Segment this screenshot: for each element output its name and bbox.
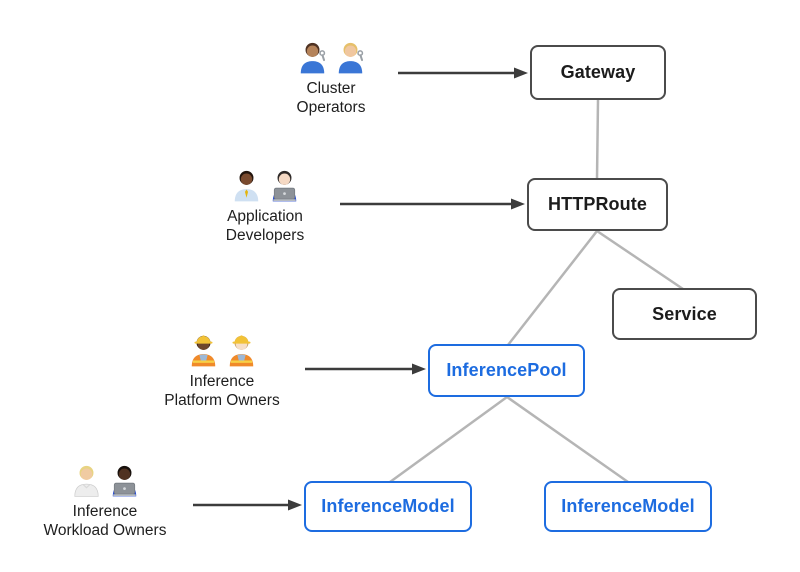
persona-label-line2: Workload Owners [43,522,167,539]
person-bust-icon [300,42,325,74]
application-developers-icon [190,164,340,202]
persona-label-line2: Developers [225,227,305,244]
edge-line [506,395,629,484]
persona-inference-workload-owners: Inference Workload Owners [15,459,195,540]
node-inferencepool-label: InferencePool [446,360,567,380]
person-bust-icon [338,42,363,74]
node-service: Service [612,288,757,340]
cluster-operators-icon [256,36,406,74]
node-inferencemodel-2-label: InferenceModel [561,496,695,516]
actor-arrowhead-icon [412,363,426,375]
persona-inference-platform-owners: Inference Platform Owners [132,329,312,410]
actor-arrowhead-icon [514,67,528,79]
node-inferencemodel-2: InferenceModel [544,481,712,532]
persona-label-line1: Application [227,208,303,225]
persona-label-line1: Inference [189,373,255,390]
persona-inference-workload-owners-label: Inference Workload Owners [15,502,195,540]
node-gateway: Gateway [530,45,666,100]
persona-label-line2: Operators [296,99,366,116]
persona-cluster-operators: Cluster Operators [256,36,406,117]
node-service-label: Service [652,303,717,324]
edge-line [596,229,684,291]
person-bust-icon [229,335,253,367]
person-bust-icon [272,170,296,202]
person-bust-icon [73,465,99,497]
persona-cluster-operators-label: Cluster Operators [256,79,406,117]
node-gateway-label: Gateway [560,62,636,82]
persona-application-developers-label: Application Developers [190,207,340,245]
person-bust-icon [112,465,136,497]
node-inferencemodel-1: InferenceModel [304,481,472,532]
edge-line [595,99,600,180]
actor-arrowhead-icon [288,499,302,511]
node-inferencemodel-1-label: InferenceModel [321,496,455,516]
node-httproute: HTTPRoute [527,178,668,231]
node-inferencepool: InferencePool [428,344,585,397]
persona-application-developers: Application Developers [190,164,340,245]
persona-label-line1: Cluster [306,80,356,97]
edge-line [389,395,508,484]
actor-arrowhead-icon [511,198,525,210]
inference-workload-owners-icon [15,459,195,497]
person-bust-icon [191,335,215,367]
persona-label-line1: Inference [72,503,138,520]
inference-platform-owners-icon [132,329,312,367]
node-httproute-label: HTTPRoute [548,194,647,214]
persona-inference-platform-owners-label: Inference Platform Owners [132,372,312,410]
person-bust-icon [234,170,258,202]
edge-line [507,230,598,346]
persona-label-line2: Platform Owners [164,392,280,409]
